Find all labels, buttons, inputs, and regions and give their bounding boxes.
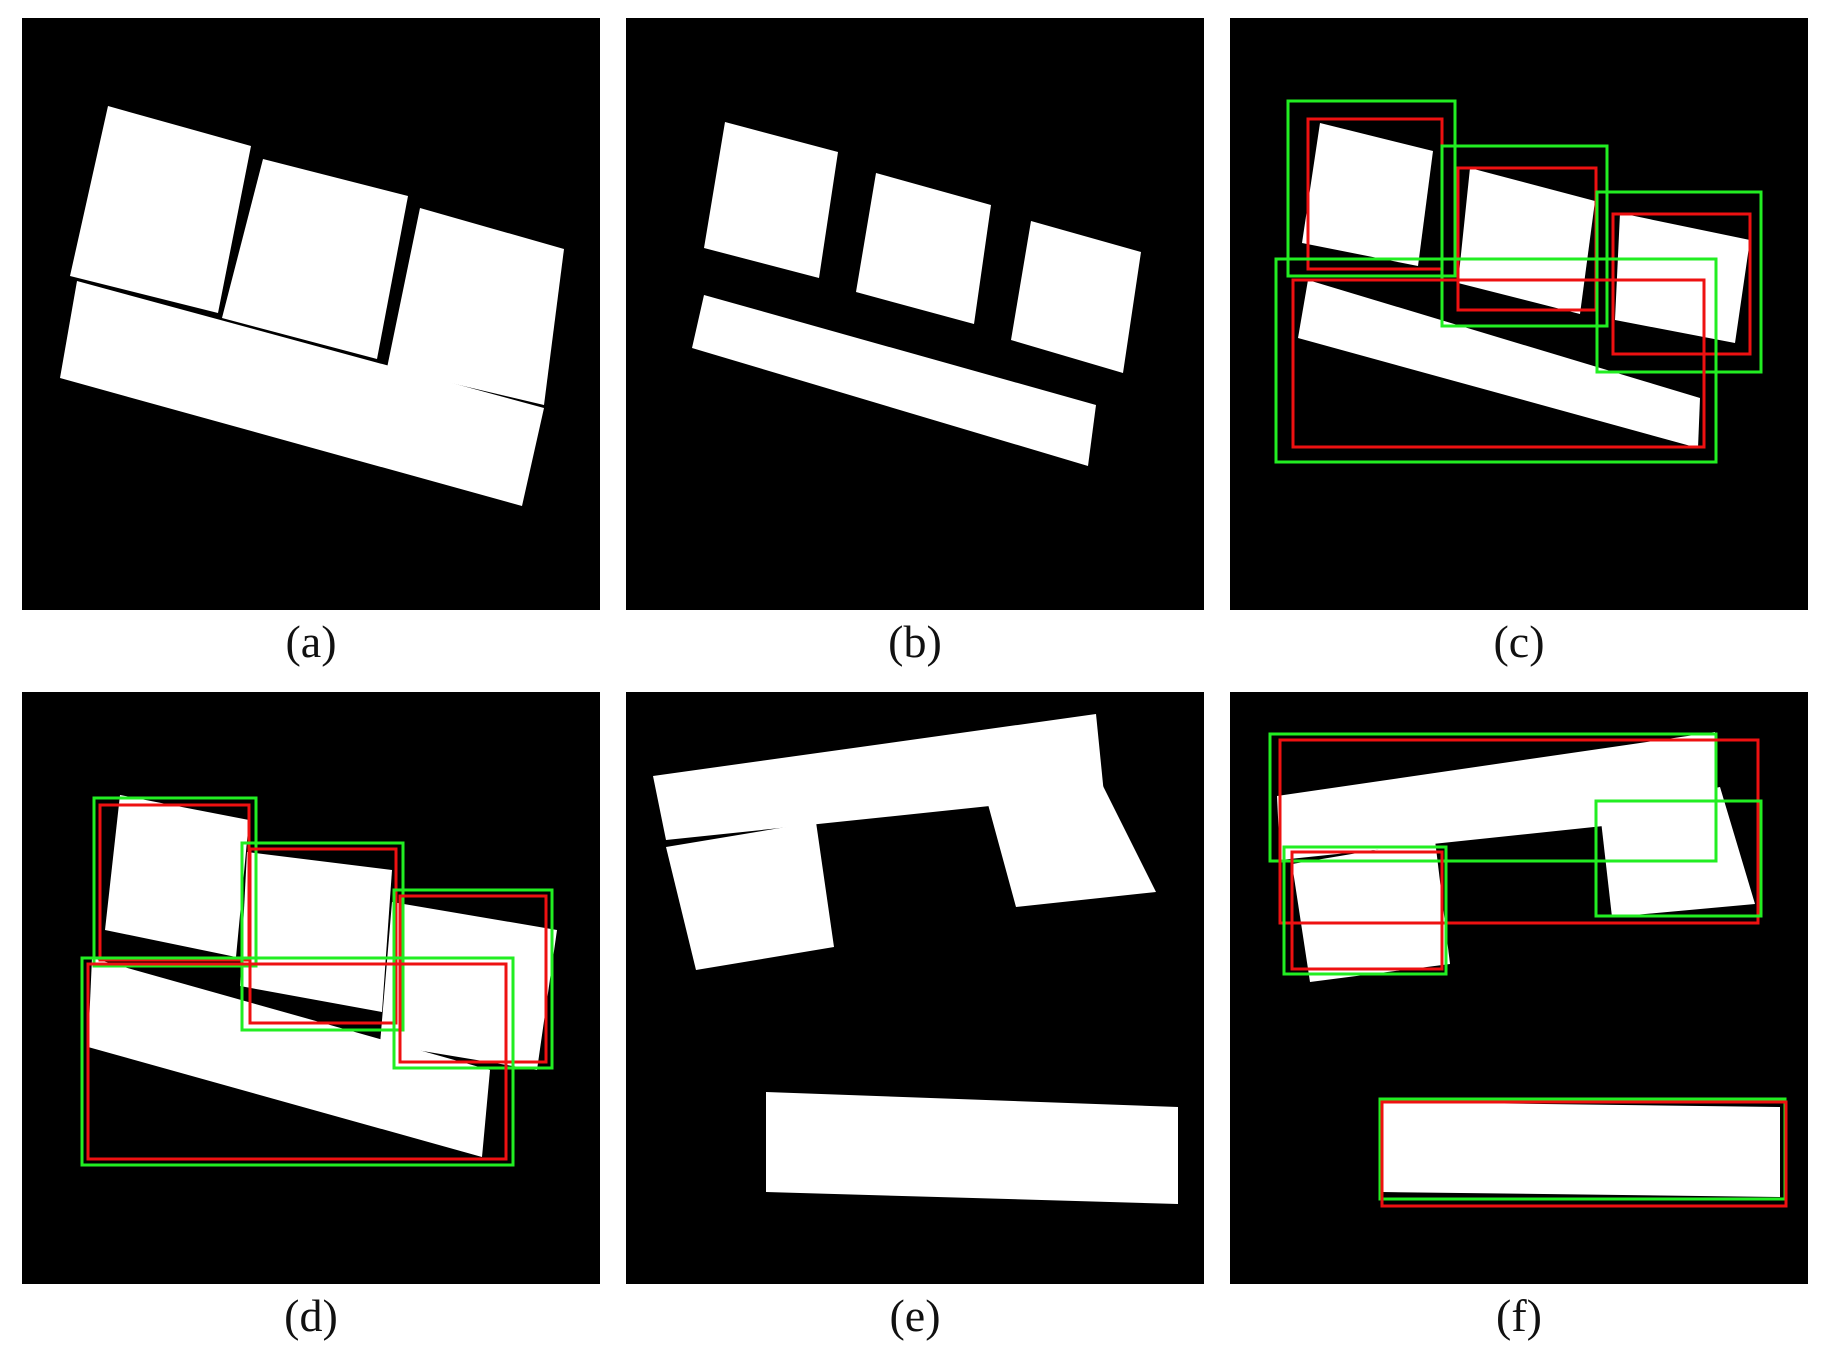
shape-small-square — [1292, 840, 1450, 982]
shape-bottom-bar — [1382, 1102, 1780, 1197]
shape-square-1 — [704, 122, 838, 278]
green-box-4 — [1274, 257, 1718, 464]
shape-bottom-bar — [766, 1092, 1178, 1204]
shape-square-2 — [856, 173, 991, 324]
green-box-2 — [240, 841, 405, 1032]
red-box-1 — [1278, 738, 1760, 925]
caption-c: (c) — [1493, 616, 1545, 667]
panel-d-svg — [80, 795, 557, 1167]
red-box-2 — [248, 847, 398, 1025]
green-box-2 — [1594, 799, 1763, 918]
shape-small-square — [666, 822, 834, 970]
shape-square-1 — [105, 795, 249, 957]
shape-square-3 — [387, 208, 564, 405]
caption-f: (f) — [1496, 1290, 1542, 1341]
shape-square-3 — [380, 902, 557, 1070]
green-box-1 — [92, 796, 258, 968]
shape-square-3 — [1615, 213, 1750, 343]
shape-bar — [88, 958, 490, 1157]
panel-c-svg — [1274, 99, 1763, 464]
panel-f-image — [1230, 692, 1808, 1284]
red-box-3 — [398, 894, 548, 1064]
green-box-3 — [1282, 845, 1448, 976]
green-box-3 — [392, 888, 554, 1070]
shape-bar — [692, 295, 1096, 466]
caption-a: (a) — [285, 616, 337, 667]
green-box-4 — [80, 956, 515, 1167]
shape-square-2 — [240, 852, 392, 1012]
panel-e-svg — [653, 714, 1178, 1204]
panel-a-image — [22, 18, 600, 610]
shape-l-top-bar — [653, 714, 1104, 840]
shape-square-2 — [1458, 168, 1595, 314]
panel-c-image — [1230, 18, 1808, 610]
green-box-3 — [1595, 190, 1763, 374]
green-box-1 — [1268, 732, 1718, 863]
green-box-2 — [1440, 144, 1609, 328]
shape-square-1 — [70, 106, 251, 313]
red-box-2 — [1290, 850, 1444, 971]
panel-e-image — [626, 692, 1204, 1284]
panel-b-svg — [692, 122, 1141, 466]
shape-l-right-block — [986, 772, 1156, 907]
red-box-4 — [1291, 278, 1706, 449]
shape-square-3 — [1011, 221, 1141, 373]
shape-square-1 — [1302, 123, 1433, 266]
red-box-3 — [1611, 212, 1752, 356]
panel-a-svg — [60, 106, 564, 506]
green-box-1 — [1286, 99, 1457, 278]
caption-e: (e) — [889, 1290, 941, 1341]
caption-d: (d) — [284, 1290, 338, 1341]
shape-bar — [60, 281, 544, 506]
caption-b: (b) — [888, 616, 942, 667]
shape-square-2 — [222, 159, 408, 359]
red-box-4 — [86, 962, 508, 1161]
shape-bar — [1298, 280, 1700, 448]
panel-f-svg — [1268, 732, 1788, 1208]
shape-l-top-bar — [1277, 732, 1718, 860]
panel-b-image — [626, 18, 1204, 610]
panel-d-image — [22, 692, 600, 1284]
red-box-3 — [1380, 1100, 1788, 1208]
